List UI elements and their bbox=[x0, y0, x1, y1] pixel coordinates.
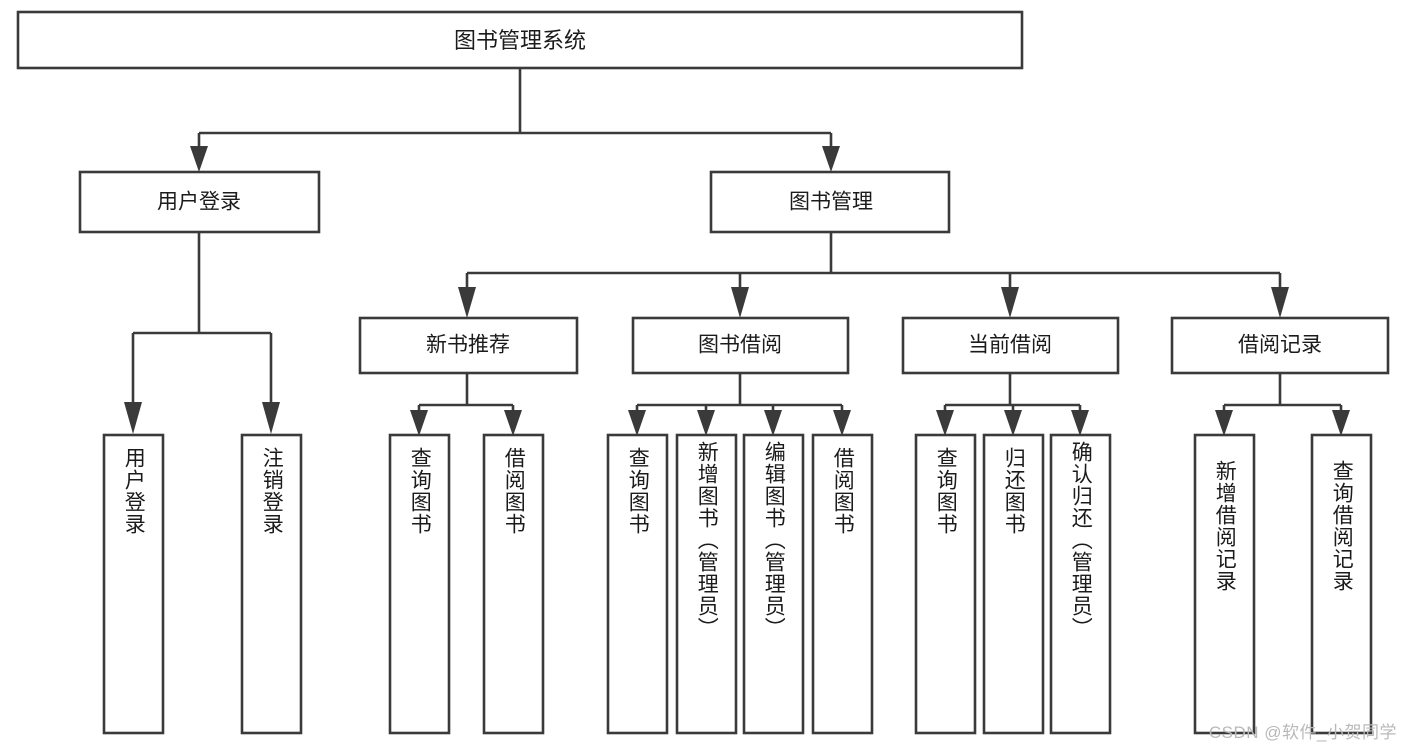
node-new-book-recommend[interactable]: 新书推荐 bbox=[358, 316, 579, 375]
leaf-box-br-query-record[interactable] bbox=[1310, 433, 1373, 735]
connector-group-book-manage bbox=[458, 232, 1289, 318]
arrow-head-book-borrow bbox=[731, 287, 749, 318]
node-borrow-record-label: 借阅记录 bbox=[1238, 334, 1322, 357]
leaf-box-bb-add-book[interactable] bbox=[675, 433, 738, 735]
leaf-box-bb-edit-book[interactable] bbox=[742, 433, 805, 735]
connector-group-current-borrow bbox=[936, 373, 1089, 436]
node-book-borrow-box[interactable] bbox=[631, 316, 850, 375]
arrow-head-borrow-record bbox=[1271, 287, 1289, 318]
node-current-borrow-label: 当前借阅 bbox=[968, 334, 1052, 357]
arrow-head-nbr-leaf-1 bbox=[410, 410, 428, 436]
node-root-system-box[interactable] bbox=[16, 10, 1024, 70]
arrow-head-bb-leaf-4 bbox=[833, 410, 851, 436]
node-borrow-record[interactable]: 借阅记录 bbox=[1170, 316, 1390, 375]
arrow-head-user-login bbox=[190, 146, 208, 172]
leaf-box-cb-query-book[interactable] bbox=[914, 433, 977, 735]
arrow-head-br-leaf-1 bbox=[1215, 410, 1233, 436]
node-book-manage-label: 图书管理 bbox=[789, 191, 873, 214]
leaf-box-cb-return-book[interactable] bbox=[982, 433, 1045, 735]
connector-group-new-book-recommend bbox=[410, 373, 522, 436]
node-new-book-recommend-label: 新书推荐 bbox=[426, 334, 510, 357]
connector-group-user-login bbox=[124, 232, 280, 434]
leaf-box-user-login[interactable] bbox=[102, 433, 165, 735]
leaf-box-bb-borrow-book[interactable] bbox=[811, 433, 874, 735]
node-book-borrow[interactable]: 图书借阅 bbox=[631, 316, 850, 375]
leaf-box-bb-query-book[interactable] bbox=[606, 433, 669, 735]
leaf-box-logout[interactable] bbox=[240, 433, 303, 735]
connector-group-root bbox=[190, 68, 840, 172]
arrow-head-current-borrow bbox=[1001, 287, 1019, 318]
node-user-login[interactable]: 用户登录 bbox=[78, 170, 321, 234]
node-book-manage-box[interactable] bbox=[709, 170, 951, 234]
arrow-head-br-leaf-2 bbox=[1332, 410, 1350, 436]
arrow-head-book-manage bbox=[822, 146, 840, 172]
node-user-login-label: 用户登录 bbox=[157, 191, 241, 214]
arrow-head-cb-leaf-2 bbox=[1004, 410, 1022, 436]
leaf-box-cb-confirm-return[interactable] bbox=[1049, 433, 1112, 735]
arrow-head-new-book-recommend bbox=[458, 287, 476, 318]
node-current-borrow[interactable]: 当前借阅 bbox=[901, 316, 1120, 375]
arrow-head-bb-leaf-3 bbox=[764, 410, 782, 436]
arrow-head-bb-leaf-2 bbox=[697, 410, 715, 436]
arrow-head-cb-leaf-3 bbox=[1071, 410, 1089, 436]
node-current-borrow-box[interactable] bbox=[901, 316, 1120, 375]
arrow-head-nbr-leaf-2 bbox=[504, 410, 522, 436]
node-root-system-label: 图书管理系统 bbox=[454, 28, 586, 53]
connector-group-borrow-record bbox=[1215, 373, 1350, 436]
arrow-head-leaf-logout bbox=[262, 402, 280, 434]
leaf-box-nbr-borrow-book[interactable] bbox=[482, 433, 545, 735]
arrow-head-bb-leaf-1 bbox=[628, 410, 646, 436]
leaf-box-br-add-record[interactable] bbox=[1193, 433, 1256, 735]
leaf-box-nbr-query-book[interactable] bbox=[388, 433, 451, 735]
arrow-head-cb-leaf-1 bbox=[936, 410, 954, 436]
node-book-borrow-label: 图书借阅 bbox=[698, 334, 782, 357]
connector-group-book-borrow bbox=[628, 373, 851, 436]
node-user-login-box[interactable] bbox=[78, 170, 321, 234]
csdn-watermark: CSDN @软件_小贺同学 bbox=[1208, 723, 1397, 742]
node-root-system[interactable]: 图书管理系统 bbox=[16, 10, 1024, 70]
node-borrow-record-box[interactable] bbox=[1170, 316, 1390, 375]
node-new-book-recommend-box[interactable] bbox=[358, 316, 579, 375]
node-book-manage[interactable]: 图书管理 bbox=[709, 170, 951, 234]
arrow-head-leaf-user-login bbox=[124, 402, 142, 434]
